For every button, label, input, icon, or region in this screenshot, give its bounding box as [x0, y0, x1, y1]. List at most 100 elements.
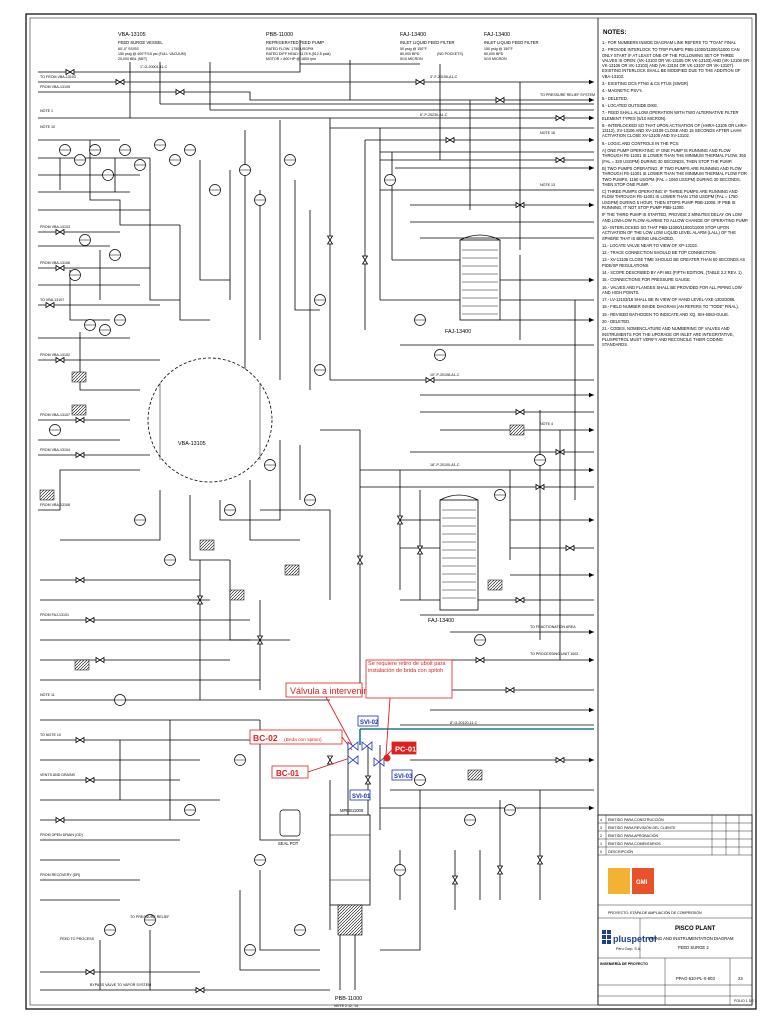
seal-pot-label: SEAL POT — [278, 841, 299, 846]
label-top-1: TO FROM VBA-13103 — [40, 75, 76, 79]
label-left-7: FROM VBA-13108 — [40, 503, 70, 507]
faj1-tag: FAJ-13400 — [400, 32, 426, 38]
label-right-6: TO PROCESSING UNIT 1002 — [530, 652, 578, 656]
note-item: A) ONE PUMP OPERATING: IF ONE PUMP IS RU… — [602, 148, 746, 164]
revision-number: 23 — [738, 976, 743, 981]
vba-service: FEED SURGE VESSEL — [118, 40, 163, 45]
faj2-line-3: 5/10 MICRON — [484, 57, 507, 61]
drawing-number: PPAG-510-PL-X-603 — [676, 976, 715, 981]
faj-upper-label: FAJ-13400 — [445, 329, 471, 335]
note-item: 1.- FOR NUMBERS INSIDE DIAGRAM LINK REFE… — [602, 40, 736, 45]
markup-callouts: Se requiere retiro de uboit para instala… — [249, 659, 453, 801]
spec-4: 10"-P-20108-A1-C — [430, 373, 460, 377]
red-note-box — [365, 659, 453, 699]
note-item: 7.- FEED SHALL ALLOW OPERATION WITH TWO … — [602, 110, 739, 121]
spec-3: 6"-P-20230-A1-C — [420, 113, 448, 117]
pluspetrol-logo — [602, 930, 611, 944]
svi01-label: SVI-01 — [352, 794, 371, 800]
pbb-line-3: MOTOR = 800 HP @ 1800 rpm — [266, 57, 316, 61]
red-note-text: Se requiere retiro de uboit para instala… — [368, 661, 446, 674]
svi02-box — [357, 715, 379, 727]
vba-line-1: 60'-0" SS/SS — [118, 47, 139, 51]
pbb-bottom-sub: NOTE 2 12, 14 — [334, 1004, 358, 1008]
label-low-5: FROM RECOVERY (DR) — [40, 873, 80, 877]
label-bottom-1: FEED TO PROCESS — [60, 937, 95, 941]
pc01-marker — [383, 754, 391, 762]
valvula-label: Válvula a intervenir — [290, 686, 367, 696]
note-item: 4.- MAGNETIC PSV's — [602, 88, 642, 94]
note-item: 8.- INTERLOCKED SO THAT UPON ACTIVATION … — [602, 122, 748, 139]
notes-panel: NOTES: — [603, 29, 626, 36]
project-line: PROYECTO: ETAPA DE AMPLIACIÓN DE COMPRES… — [608, 910, 702, 915]
svi03-box — [391, 769, 413, 781]
rev-row-4-desc: DESCRIPCIÓN — [608, 849, 633, 854]
line-labels: TO FROM VBA-13103 FROM VBA-13105 NOTE 1 … — [40, 65, 595, 987]
label-top-3: NOTE 1 — [40, 109, 53, 113]
svi01-box — [349, 789, 371, 801]
label-left-1: FROM VBA-13103 — [40, 225, 70, 229]
vba-line-2: 150 psig @ 400°F/15 psi (FULL VACUUM) — [118, 52, 186, 56]
seal-pot: SEAL POT — [278, 809, 301, 846]
faj2-line-1: 150 psig @ 150°F — [484, 47, 514, 51]
faj2-line-2: 80,000 BPD — [484, 52, 504, 56]
label-right-2: NOTE 16 — [540, 131, 555, 135]
label-bottom-3: BYPASS VALVE TO VAPOR SYSTEM — [90, 983, 151, 987]
rev-row-0-desc: EMITIDO PARA CONSTRUCCIÓN — [608, 817, 664, 822]
faj1-line-1: 50 psig @ 150°F — [400, 47, 428, 51]
label-bottom-2: TO PRESSURE RELIEF — [130, 915, 170, 919]
faj1-line-2: 80,000 BPD — [400, 52, 420, 56]
label-top-4: NOTE 10 — [40, 125, 55, 129]
faj-13400-filter-upper: FAJ-13400 — [445, 234, 501, 335]
note-item: 15.- CONNECTIONS FOR PRESSURE GAUGE. — [602, 277, 691, 283]
spec-1: 1"-G-20001-11-C — [140, 65, 168, 69]
rev-row-3-num: 1 — [600, 842, 602, 846]
engineering-label: INGENIERÍA DE PROYECTO — [600, 961, 648, 966]
spec-5: 16"-P-20100-A1-C — [430, 463, 460, 467]
bc02-note: (Brida con spiton) — [284, 737, 322, 743]
faj2-tag: FAJ-13400 — [484, 32, 510, 38]
sheet-number: FOLIO 1 DE 1 — [734, 999, 757, 1003]
equipment-header-faj-2: FAJ-13400 INLET LIQUID FEED FILTER 150 p… — [484, 32, 539, 61]
note-item: 5.- DELETED. — [602, 95, 628, 101]
note-item: 6.- LOCATED OUTSIDE DIKE. — [602, 102, 659, 108]
rev-row-1-desc: EMITIDO PARA REVISIÓN DEL CLIENTE — [608, 825, 676, 830]
vba-sphere-label: VBA-13105 — [178, 441, 206, 447]
valvula-box — [285, 682, 363, 698]
note-item: 2.- PROVIDE INTERLOCK TO TRIP PUMPS PBB-… — [602, 47, 750, 79]
rev-row-1-num: 3 — [600, 826, 602, 830]
vba-tag: VBA-13105 — [118, 32, 146, 38]
vba-line-3: 25,000 BBL (NET) — [118, 57, 147, 61]
note-item: 18.- FIELD NUMBER INSIDE DIAGRAM (AN REF… — [602, 304, 739, 310]
pbb-line-1: RATED FLOW: 1750 USGPM — [266, 47, 313, 51]
label-right-3: NOTE 13 — [540, 183, 555, 187]
plant-name: PISCO PLANT — [675, 926, 716, 932]
note-item: IF THE THIRD PUMP IS STARTED, PROVIDE 2 … — [602, 212, 749, 223]
rev-row-2-num: 2 — [600, 834, 602, 838]
hatched-blocks — [39, 371, 525, 781]
note-item: 14.- SCOPE DESCRIBED BY API 682 (FIFTH E… — [602, 269, 742, 275]
label-low-2: TO NOTE 10 — [40, 733, 61, 737]
drawing-sub: FEED SURGE 2 — [678, 945, 709, 950]
pbb-tag: PBB-11000 — [266, 32, 293, 38]
pc01-label: PC-01 — [395, 745, 416, 754]
process-piping — [38, 40, 594, 991]
note-item: C) THREE PUMPS OPERATING: IF THREE PUMPS… — [602, 189, 738, 211]
client-name: pluspetrol — [613, 934, 657, 944]
label-low-4: FROM OPEN DRAIN (OD) — [40, 833, 83, 837]
pbb-service: REFRIGERATED FEED PUMP — [266, 40, 324, 45]
spec-6: 8"-G-20120-11-C — [450, 721, 478, 725]
label-left-6: FROM VBA-13104 — [40, 448, 70, 452]
note-item: 19.- REVISED BATHOGEN TO INDICATE AND XQ… — [602, 311, 730, 317]
svi02-label: SVI-02 — [360, 720, 379, 726]
title-block: 4 EMITIDO PARA CONSTRUCCIÓN 3 EMITIDO PA… — [597, 814, 757, 1006]
spec-2: 3"-F-20106-A1-C — [430, 75, 458, 79]
label-right-1: TO PRESSURE RELIEF SYSTEM — [540, 93, 595, 97]
drawing-title: PIPING AND INSTRUMENTATION DIAGRAM — [648, 936, 734, 941]
label-left-3: TO VBA-13107 — [40, 298, 64, 302]
faj1-line-3: 5/10 MICRON — [400, 57, 423, 61]
rev-row-3-desc: EMITIDO PARA COMENTARIOS — [608, 842, 661, 846]
note-item: 10.- INTERLOCKED SO THAT PBB-11000/11000… — [602, 224, 736, 241]
pbb-11000-pump: MPEB11000 PBB-11000 NOTE 2 12, 14 — [329, 808, 371, 1008]
label-right-4: NOTE 4 — [540, 422, 553, 426]
